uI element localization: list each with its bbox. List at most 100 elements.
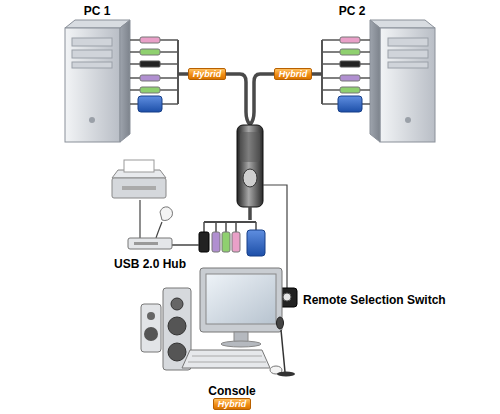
pc2-plugs [338, 96, 362, 112]
pc-tower [370, 20, 435, 28]
pc1-cable [160, 63, 178, 65]
monitor [206, 274, 276, 324]
printer [122, 186, 156, 190]
speakers [168, 317, 186, 335]
pc-label: PC 2 [337, 4, 368, 18]
speakers [168, 343, 186, 361]
pc1-cable [177, 40, 179, 104]
console-cable [248, 207, 252, 220]
hybrid-badge-text: Hybrid [218, 399, 247, 409]
usb-hub [156, 222, 162, 238]
hybrid-badge-text: Hybrid [193, 69, 222, 79]
console-cable [215, 222, 217, 232]
pc2-cable [250, 74, 322, 125]
pc2-cable [360, 77, 370, 79]
pc2-plugs [340, 37, 360, 43]
usb-hub [172, 244, 199, 246]
keyboard [192, 356, 262, 357]
microphone [277, 372, 295, 377]
pc1-cable [160, 51, 178, 53]
pc2-plugs [340, 87, 360, 93]
kvm-switch [243, 169, 257, 187]
mouse [160, 207, 173, 221]
pc1-cable [160, 39, 178, 41]
device-label-text: Remote Selection Switch [303, 293, 446, 307]
console-cable [204, 207, 256, 232]
pc-tower [370, 20, 435, 142]
speakers [141, 304, 161, 352]
pc1-cable [130, 89, 140, 91]
speakers [171, 298, 183, 310]
pc1-cable [130, 51, 140, 53]
pc1-cable [162, 103, 178, 105]
console-label-text: Console [208, 384, 255, 398]
console-plugs [199, 230, 265, 256]
pc2-cable [322, 77, 340, 79]
pc-tower [65, 28, 120, 142]
pc2-cable [360, 89, 370, 91]
pc-tower [72, 50, 112, 58]
console-cable [235, 222, 237, 232]
console-cable [203, 222, 205, 232]
console-plugs [247, 230, 265, 256]
pc2-cable [360, 51, 370, 53]
pc-label-text: PC 1 [84, 4, 111, 18]
kvm-switch [237, 125, 263, 207]
pc-label: PC 1 [82, 4, 113, 18]
pc2-cable [360, 39, 370, 41]
pc2-cable [362, 103, 370, 105]
usb-hub [139, 200, 140, 238]
pc1-plugs [140, 49, 160, 55]
pc1-cable [160, 77, 178, 79]
keyboard [182, 350, 270, 368]
printer [124, 160, 154, 172]
pc2-plugs [340, 61, 360, 67]
usb-hub [134, 242, 158, 245]
pc-tower [388, 50, 428, 58]
pc-tower [405, 117, 411, 123]
monitor [221, 341, 261, 347]
pc-tower [72, 38, 112, 46]
pc1-cable [130, 103, 138, 105]
pc2-cable [360, 63, 370, 65]
pc1-cable [160, 89, 178, 91]
console-cable [204, 221, 256, 223]
console-plugs [212, 232, 220, 252]
speakers [147, 312, 155, 320]
printer [112, 160, 166, 198]
console-label: Console [206, 384, 257, 398]
pc1-plugs [140, 61, 160, 67]
pc1-plugs [140, 37, 160, 43]
pc2-cable [322, 103, 338, 105]
kvm-switch [237, 125, 263, 207]
remote-switch [283, 293, 291, 301]
pc-tower [380, 28, 435, 142]
pc-tower [388, 38, 428, 46]
printer [112, 178, 166, 198]
pc-tower [370, 20, 380, 142]
pc-tower [89, 117, 95, 123]
console-cable [255, 222, 257, 230]
device-label: USB 2.0 Hub [112, 257, 188, 271]
microphone [277, 317, 284, 329]
keyboard [182, 350, 270, 368]
monitor [200, 268, 282, 332]
kvm-switch [240, 132, 260, 162]
monitor [200, 268, 282, 347]
device-label: Remote Selection Switch [301, 293, 448, 307]
pc2-cable [322, 63, 340, 65]
hybrid-badge: Hybrid [188, 68, 227, 80]
pc2-cable [322, 51, 340, 53]
pc1-cable [130, 63, 140, 65]
console-cable [225, 222, 227, 232]
pc1-plugs [140, 87, 160, 93]
usb-hub [128, 238, 172, 249]
pc1-plugs [138, 96, 162, 112]
speakers [141, 288, 191, 370]
hybrid-badge-text: Hybrid [279, 69, 308, 79]
usb-hub [128, 200, 199, 249]
speakers [144, 327, 158, 341]
pc-tower [388, 62, 428, 68]
